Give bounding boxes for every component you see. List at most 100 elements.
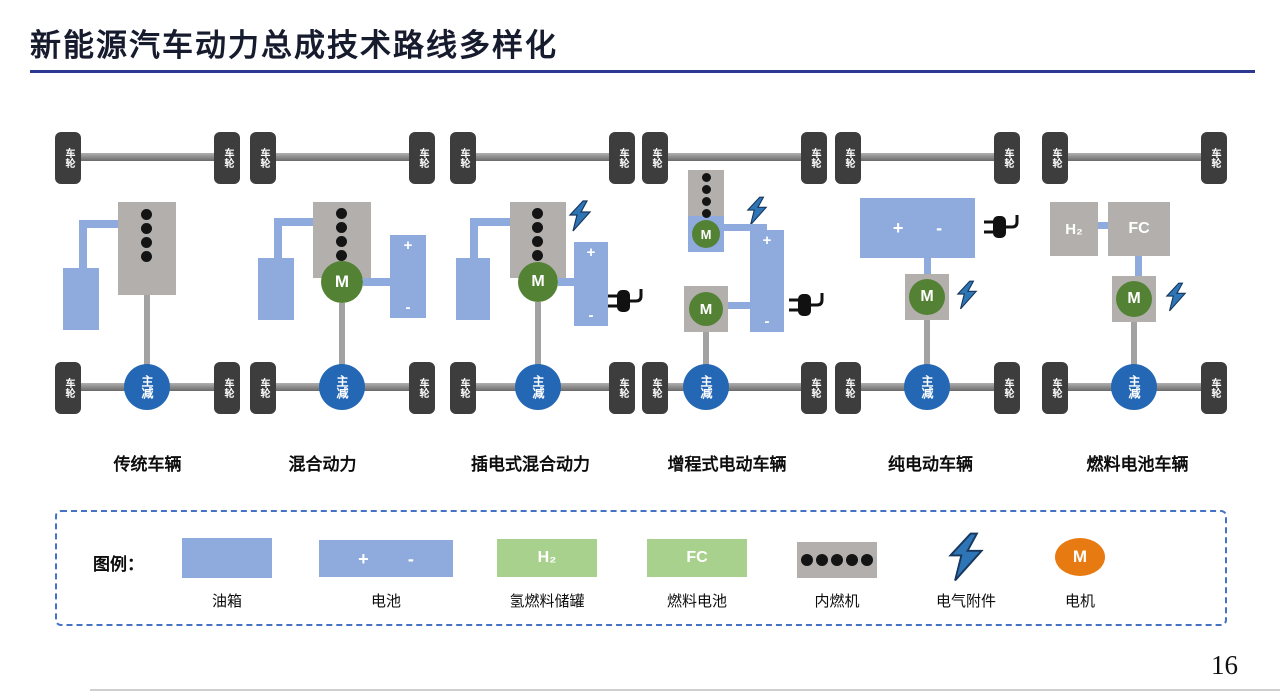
title-divider (30, 70, 1255, 73)
motor-label: M (1127, 290, 1141, 307)
driveshaft-line (339, 303, 345, 365)
wheel-label: 车轮 (458, 148, 469, 168)
wheel-label: 车轮 (1002, 148, 1013, 168)
motor-label: M (531, 273, 545, 290)
wheel-label: 车轮 (617, 378, 628, 398)
wheel: 车轮 (409, 132, 435, 184)
diagram-plugin-hybrid: 车轮 车轮 M +- 车轮 车轮 主减 (450, 130, 643, 430)
reducer-label: 主减 (1127, 375, 1141, 399)
battery-plus: + (586, 244, 596, 261)
final-drive-reducer: 主减 (515, 364, 561, 410)
reducer-label: 主减 (531, 375, 545, 399)
wheel: 车轮 (609, 132, 635, 184)
motor: M (518, 262, 558, 302)
motor-label: M (334, 272, 350, 291)
battery: +- (860, 198, 975, 258)
fuel-line (470, 218, 478, 258)
final-drive-reducer: 主减 (904, 364, 950, 410)
wheel: 车轮 (642, 132, 668, 184)
legend-hydrogen-tank-swatch: H₂ (497, 539, 597, 577)
reducer-label: 主减 (140, 375, 154, 399)
front-axle (655, 153, 814, 161)
vehicle-label-plugin-hybrid: 插电式混合动力 (471, 455, 590, 474)
lightning-icon (746, 196, 768, 226)
drive-motor: M (689, 292, 723, 326)
drive-motor: M (1116, 281, 1152, 317)
legend-fuel-cell-label: 燃料电池 (666, 593, 727, 610)
battery-minus: - (405, 299, 411, 316)
lightning-icon (568, 200, 592, 232)
wheel-label: 车轮 (63, 378, 74, 398)
reducer-label: 主减 (335, 375, 349, 399)
wheel-label: 车轮 (1050, 148, 1061, 168)
electric-line (924, 258, 931, 274)
motor: M (321, 261, 363, 303)
fc-label: FC (1128, 220, 1150, 237)
fuel-tank (456, 258, 490, 320)
fuel-line (470, 218, 510, 226)
legend-fuel-tank-swatch (182, 538, 272, 578)
wheel: 车轮 (214, 132, 240, 184)
page-number: 16 (1211, 650, 1238, 680)
wheel-label: 车轮 (222, 148, 233, 168)
wheel-label: 车轮 (843, 148, 854, 168)
wheel-label: 车轮 (63, 148, 74, 168)
front-axle (848, 153, 1007, 161)
reducer-label: 主减 (699, 375, 713, 399)
reducer-label: 主减 (920, 375, 934, 399)
battery-minus: - (764, 313, 770, 330)
wheel: 车轮 (1201, 132, 1227, 184)
wheel: 车轮 (250, 362, 276, 414)
wheel: 车轮 (609, 362, 635, 414)
vehicle-label-hybrid: 混合动力 (288, 455, 357, 474)
fuel-line (79, 220, 87, 268)
wheel-label: 车轮 (617, 148, 628, 168)
lightning-icon (1165, 282, 1187, 312)
vehicle-label-traditional: 传统车辆 (113, 455, 182, 474)
battery: +- (390, 235, 426, 318)
legend-electrical-label: 电气附件 (935, 593, 996, 610)
front-axle (263, 153, 422, 161)
wheel-label: 车轮 (258, 378, 269, 398)
battery-plus: + (403, 237, 413, 254)
electric-line (363, 278, 390, 286)
hydrogen-tank: H₂ (1050, 202, 1098, 256)
front-axle (463, 153, 622, 161)
h2-label: H₂ (537, 549, 557, 566)
plug-icon (608, 289, 643, 312)
fuel-line (79, 220, 118, 228)
diagram-hybrid: 车轮 车轮 M +- 车轮 车轮 主减 (250, 130, 435, 430)
wheel: 车轮 (994, 362, 1020, 414)
engine-dots-icon (141, 209, 152, 262)
wheel-label: 车轮 (417, 378, 428, 398)
slide-bottom-edge (90, 689, 1280, 691)
final-drive-reducer: 主减 (124, 364, 170, 410)
driveshaft-line (1131, 322, 1137, 365)
wheel: 车轮 (55, 132, 81, 184)
electric-line (724, 224, 767, 231)
drive-motor: M (909, 279, 945, 315)
wheel: 车轮 (1042, 132, 1068, 184)
wheel-label: 车轮 (809, 148, 820, 168)
electric-line (1135, 256, 1142, 276)
diagram-fuel-cell-vehicle: 车轮 车轮 H₂ FC M 车轮 车轮 主减 (1042, 130, 1227, 430)
battery-plus: + (358, 548, 369, 569)
legend-motor-swatch: M (1055, 538, 1105, 576)
h2-label: H₂ (1065, 220, 1083, 238)
final-drive-reducer: 主减 (1111, 364, 1157, 410)
wheel: 车轮 (214, 362, 240, 414)
vehicle-label-range-extended: 增程式电动车辆 (667, 455, 787, 474)
legend-lightning-icon (948, 532, 984, 582)
legend-fuel-tank-label: 油箱 (211, 593, 242, 610)
battery-minus: - (936, 218, 943, 238)
fuel-tank (63, 268, 99, 330)
vehicle-label-fuel-cell: 燃料电池车辆 (1086, 455, 1189, 474)
fuel-tank (258, 258, 294, 320)
engine-dots-icon (336, 208, 347, 261)
wheel-label: 车轮 (809, 378, 820, 398)
wheel-label: 车轮 (1050, 378, 1061, 398)
wheel: 车轮 (801, 362, 827, 414)
wheel: 车轮 (642, 362, 668, 414)
front-axle (68, 153, 227, 161)
generator-motor: M (692, 220, 720, 248)
